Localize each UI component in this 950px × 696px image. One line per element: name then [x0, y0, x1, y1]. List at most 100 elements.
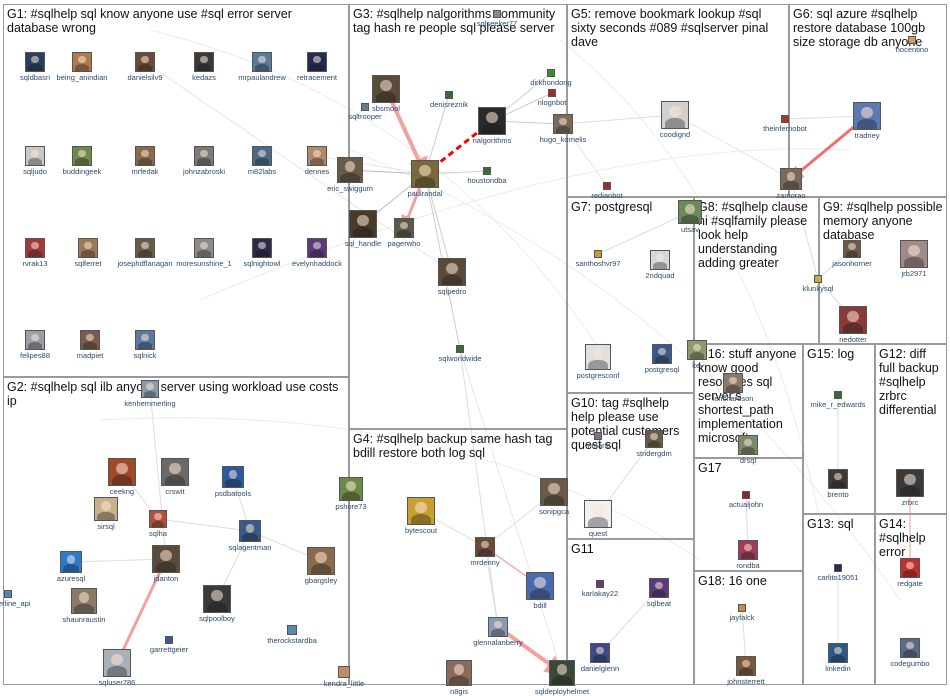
- avatar[interactable]: [594, 250, 602, 258]
- avatar[interactable]: [687, 340, 707, 360]
- avatar[interactable]: [553, 114, 573, 134]
- avatar[interactable]: [152, 545, 180, 573]
- avatar[interactable]: [908, 36, 916, 44]
- node-glennalanberry[interactable]: glennalanberry: [466, 617, 530, 647]
- node-rondba[interactable]: rondba: [716, 540, 780, 570]
- avatar[interactable]: [194, 238, 214, 258]
- avatar[interactable]: [4, 590, 12, 598]
- avatar[interactable]: [547, 69, 555, 77]
- node-mrdenny[interactable]: mrdenny: [453, 537, 517, 567]
- avatar[interactable]: [738, 540, 758, 560]
- node-jrb2971[interactable]: jrb2971: [882, 240, 946, 278]
- avatar[interactable]: [103, 649, 131, 677]
- avatar[interactable]: [488, 617, 508, 637]
- node-therockstardba[interactable]: therockstardba: [260, 625, 324, 645]
- avatar[interactable]: [645, 430, 663, 448]
- node-retracement[interactable]: retracement: [285, 52, 349, 82]
- node-johnzabroski[interactable]: johnzabroski: [172, 146, 236, 176]
- node-quest[interactable]: quest: [566, 500, 630, 538]
- node-codegumbo[interactable]: codegumbo: [878, 638, 942, 668]
- avatar[interactable]: [239, 520, 261, 542]
- avatar[interactable]: [475, 537, 495, 557]
- avatar[interactable]: [337, 157, 363, 183]
- node-hugo_kornelis[interactable]: hugo_kornelis: [531, 114, 595, 144]
- avatar[interactable]: [25, 330, 45, 350]
- node-mike_r_edwards[interactable]: mike_r_edwards: [806, 391, 870, 409]
- avatar[interactable]: [222, 466, 244, 488]
- avatar[interactable]: [194, 52, 214, 72]
- node-klunkysql[interactable]: klunkysql: [786, 275, 850, 293]
- avatar[interactable]: [438, 258, 466, 286]
- avatar[interactable]: [590, 643, 610, 663]
- node-redianbot[interactable]: redianbot: [575, 182, 639, 200]
- node-nocentino[interactable]: nocentino: [880, 36, 944, 54]
- avatar[interactable]: [72, 146, 92, 166]
- avatar[interactable]: [108, 458, 136, 486]
- avatar[interactable]: [71, 588, 97, 614]
- avatar[interactable]: [25, 146, 45, 166]
- node-gbargsley[interactable]: gbargsley: [289, 547, 353, 585]
- avatar[interactable]: [843, 240, 861, 258]
- avatar[interactable]: [584, 500, 612, 528]
- avatar[interactable]: [736, 656, 756, 676]
- node-underline_api[interactable]: underline_api: [0, 590, 40, 608]
- avatar[interactable]: [72, 52, 92, 72]
- avatar[interactable]: [594, 432, 602, 440]
- avatar[interactable]: [585, 344, 611, 370]
- node-stridergdm[interactable]: stridergdm: [622, 430, 686, 458]
- node-pagerwho[interactable]: pagerwho: [372, 218, 436, 248]
- avatar[interactable]: [828, 469, 848, 489]
- node-jayfalck[interactable]: jayfalck: [710, 604, 774, 622]
- node-sqlpedro[interactable]: sqlpedro: [420, 258, 484, 296]
- avatar[interactable]: [548, 89, 556, 97]
- avatar[interactable]: [287, 625, 297, 635]
- avatar[interactable]: [738, 604, 746, 612]
- avatar[interactable]: [900, 638, 920, 658]
- node-redgate[interactable]: redgate: [878, 558, 942, 588]
- node-josephdflanagan[interactable]: josephdflanagan: [113, 238, 177, 268]
- avatar[interactable]: [135, 52, 155, 72]
- node-n8gis[interactable]: n8gis: [427, 660, 491, 696]
- avatar[interactable]: [742, 491, 750, 499]
- avatar[interactable]: [834, 391, 842, 399]
- avatar[interactable]: [900, 240, 928, 268]
- avatar[interactable]: [900, 558, 920, 578]
- avatar[interactable]: [135, 238, 155, 258]
- avatar[interactable]: [661, 101, 689, 129]
- node-sqlbeat[interactable]: sqlbeat: [627, 578, 691, 608]
- avatar[interactable]: [649, 578, 669, 598]
- avatar[interactable]: [135, 146, 155, 166]
- node-sqluser786[interactable]: sqluser786: [85, 649, 149, 687]
- node-sqlworldwide[interactable]: sqlworldwide: [428, 345, 492, 363]
- node-paulrandal[interactable]: paulrandal: [393, 160, 457, 198]
- avatar[interactable]: [445, 91, 453, 99]
- avatar[interactable]: [149, 510, 167, 528]
- node-kei[interactable]: kei: [665, 340, 729, 370]
- node-kenhemmerling[interactable]: kenhemmerling: [118, 380, 182, 408]
- node-bytescout[interactable]: bytescout: [389, 497, 453, 535]
- node-shaunraustin[interactable]: shaunraustin: [52, 588, 116, 624]
- avatar[interactable]: [483, 167, 491, 175]
- avatar[interactable]: [338, 666, 350, 678]
- avatar[interactable]: [372, 75, 400, 103]
- avatar[interactable]: [307, 547, 335, 575]
- avatar[interactable]: [478, 107, 506, 135]
- node-mrfedak[interactable]: mrfedak: [113, 146, 177, 176]
- node-nlognbot[interactable]: nlognbot: [520, 89, 584, 107]
- avatar[interactable]: [252, 52, 272, 72]
- avatar[interactable]: [411, 160, 439, 188]
- avatar[interactable]: [25, 52, 45, 72]
- node-tradney[interactable]: tradney: [835, 102, 899, 140]
- node-pshore73[interactable]: pshore73: [319, 477, 383, 511]
- avatar[interactable]: [361, 103, 369, 111]
- node-moresunshine_1[interactable]: moresunshine_1: [172, 238, 236, 268]
- avatar[interactable]: [161, 458, 189, 486]
- avatar[interactable]: [650, 250, 670, 270]
- node-sqltrooper[interactable]: sqltrooper: [333, 103, 397, 121]
- node-nedotter[interactable]: nedotter: [821, 306, 885, 344]
- avatar[interactable]: [493, 10, 501, 18]
- node-kendra_little[interactable]: kendra_little: [312, 666, 376, 688]
- node-lerichardson[interactable]: lerichardson: [701, 373, 765, 403]
- avatar[interactable]: [853, 102, 881, 130]
- avatar[interactable]: [407, 497, 435, 525]
